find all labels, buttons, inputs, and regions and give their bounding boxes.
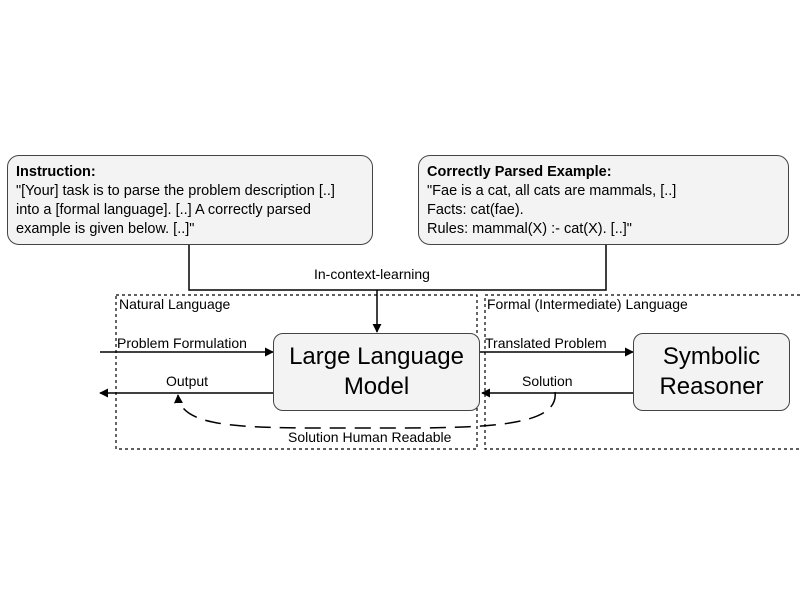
natural-language-label: Natural Language [119,296,231,312]
symbolic-reasoner-node: Symbolic Reasoner [633,333,790,411]
reasoner-label-line: Symbolic [662,343,761,370]
example-line: "Fae is a cat, all cats are mammals, [..… [427,183,677,199]
translated-problem-label: Translated Problem [485,335,607,351]
icl-label: In-context-learning [314,266,430,282]
formal-language-label: Formal (Intermediate) Language [487,296,688,312]
instruction-title: Instruction: [16,164,96,180]
instruction-line: "[Your] task is to parse the problem des… [16,183,335,199]
instruction-line: into a [formal language]. [..] A correct… [16,202,311,218]
example-line: Rules: mammal(X) :- cat(X). [..]" [427,221,632,237]
reasoner-label-line: Reasoner [659,373,764,400]
instruction-line: example is given below. [..]" [16,221,195,237]
output-label: Output [166,373,209,389]
llm-label-line: Large Language [289,343,464,370]
solution-human-readable-arrow [173,391,556,429]
example-title: Correctly Parsed Example: [427,164,612,180]
instruction-note: Instruction: "[Your] task is to parse th… [7,155,373,245]
solution-label: Solution [522,373,573,389]
llm-label-line: Model [343,373,410,400]
solution-human-readable-label: Solution Human Readable [288,429,452,445]
example-line: Facts: cat(fae). [427,202,524,218]
large-language-model-node: Large Language Model [273,333,480,411]
icl-connector [188,245,607,291]
formal-language-region [484,294,800,450]
problem-formulation-label: Problem Formulation [117,335,247,351]
example-note: Correctly Parsed Example: "Fae is a cat,… [418,155,789,245]
